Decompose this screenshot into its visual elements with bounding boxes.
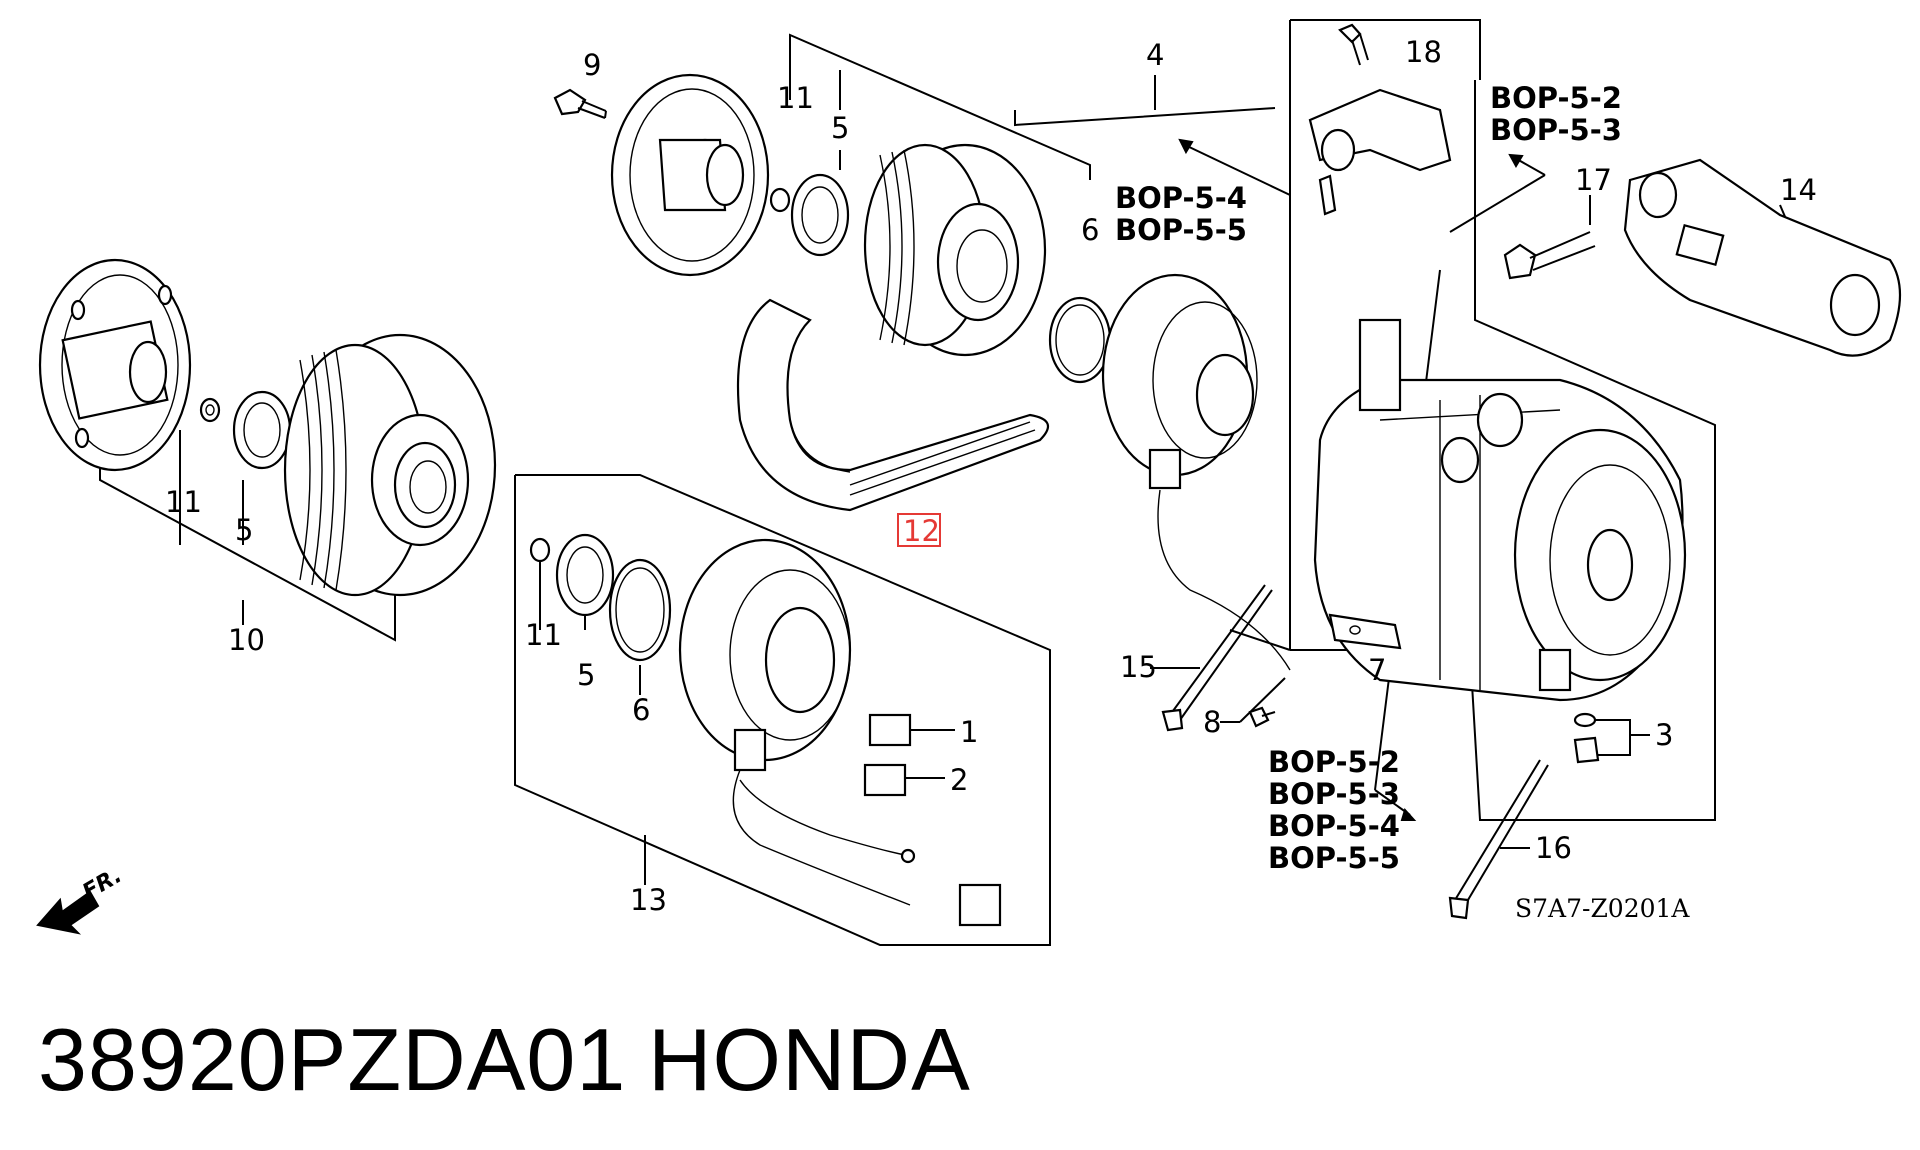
connector-1 [868,713,912,747]
callout-4: 4 [1146,38,1164,72]
callout-labels: 1 2 3 4 5 5 5 6 6 7 8 9 10 11 11 11 12 1… [165,35,1817,917]
callout-11-top: 11 [777,81,814,115]
callout-6-lower: 6 [632,693,650,727]
callout-9: 9 [583,48,601,82]
callout-12-highlight-box [897,513,941,547]
callout-3: 3 [1655,718,1673,752]
callout-13: 13 [630,883,667,917]
part-number-caption: 38920PZDA01 [38,1010,626,1109]
shim-5-top [790,173,850,257]
shim-5-lower [555,533,615,617]
callout-8: 8 [1203,705,1221,739]
callout-17: 17 [1575,163,1612,197]
snap-ring-6-lower [608,558,672,662]
bolt-9 [553,88,607,119]
callout-12: 12 [903,514,940,548]
field-coil-top [1101,273,1291,671]
washer-11-left [199,397,221,423]
callout-5-top: 5 [831,111,849,145]
clutch-hub-plate-top [610,73,770,277]
callout-16: 16 [1535,831,1572,865]
callout-10: 10 [228,623,265,657]
belt-12 [736,298,1050,512]
callout-1: 1 [960,715,978,749]
bop-group-bottom: BOP-5-2 BOP-5-3 BOP-5-4 BOP-5-5 [1268,745,1400,875]
bop-group-right-top: BOP-5-2 BOP-5-3 [1490,81,1622,147]
brand-caption: HONDA [648,1010,971,1109]
callout-11-left: 11 [165,485,202,519]
washer-11-lower [529,537,551,563]
callout-14: 14 [1780,173,1817,207]
callout-2: 2 [950,763,968,797]
callout-6-top: 6 [1081,213,1099,247]
callout-18: 18 [1405,35,1442,69]
callout-15: 15 [1120,650,1157,684]
assembly-frames [99,19,1796,946]
clutch-hub-plate-left [38,258,192,472]
bop-ref: BOP-5-4 [1115,181,1247,215]
plug-3 [1573,712,1600,764]
shim-5-left [232,390,292,470]
pulley-10 [283,333,497,597]
bolt-15 [1161,584,1273,732]
front-indicator: FR. [36,863,126,935]
pulley-top [863,143,1047,357]
callout-7: 7 [1368,653,1386,687]
bop-ref: BOP-5-2 [1490,81,1622,115]
bop-ref: BOP-5-5 [1268,841,1400,875]
bracket-14 [1623,158,1902,357]
field-coil-13 [678,538,1002,927]
callout-11-lower: 11 [525,618,562,652]
bop-ref: BOP-5-5 [1115,213,1247,247]
bop-ref: BOP-5-4 [1268,809,1400,843]
connector-2 [863,763,907,797]
washer-11-top [769,187,791,213]
bracket-7 [1328,613,1402,650]
bop-ref: BOP-5-3 [1490,113,1622,147]
bop-group-middle: BOP-5-4 BOP-5-5 [1115,181,1247,247]
callout-5-lower: 5 [577,658,595,692]
bolt-17 [1503,231,1596,280]
bop-ref: BOP-5-3 [1268,777,1400,811]
diagram-code: S7A7-Z0201A [1515,894,1690,923]
bolt-8 [1248,706,1276,728]
snap-ring-6-top [1048,296,1112,384]
callout-5-left: 5 [235,513,253,547]
compressor-body [1313,318,1687,702]
front-arrow-icon [36,890,100,935]
bolt-16 [1448,759,1549,920]
bop-ref: BOP-5-2 [1268,745,1400,779]
bracket-18-assembly [1308,23,1452,216]
